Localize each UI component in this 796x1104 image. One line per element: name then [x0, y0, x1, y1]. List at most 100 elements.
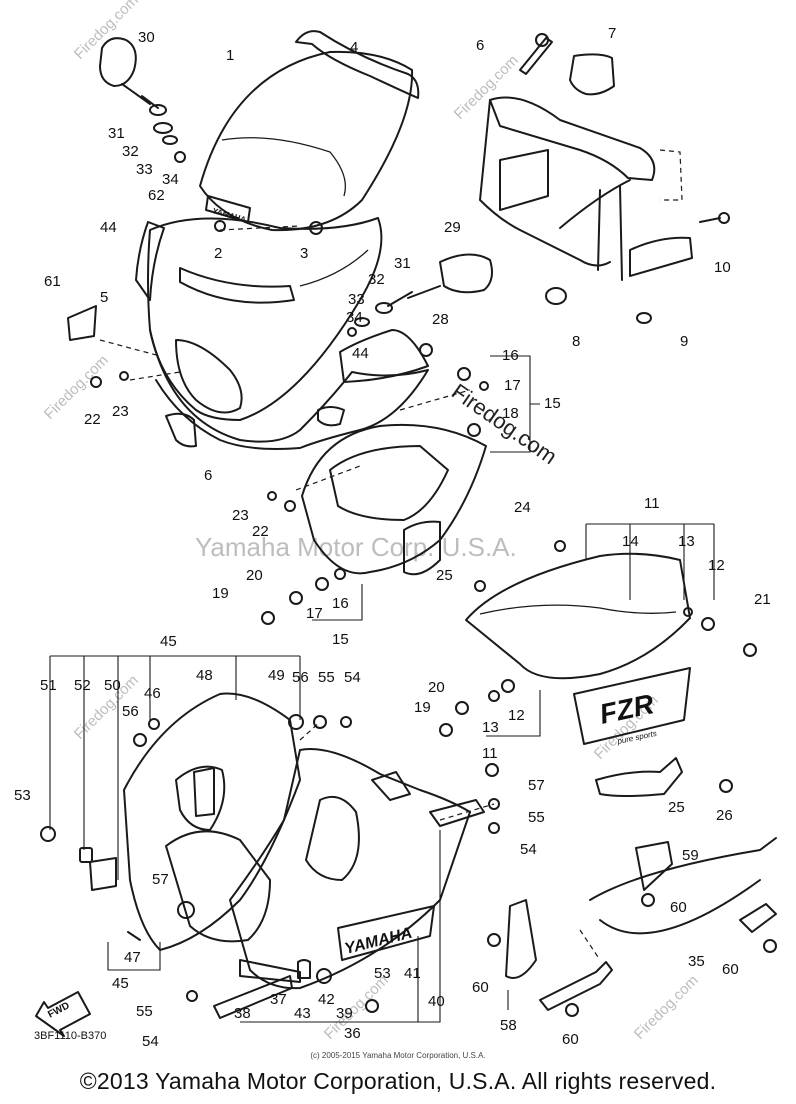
- callout-19: 19: [212, 585, 229, 602]
- callout-34b: 34: [346, 309, 363, 326]
- callout-53b: 53: [374, 965, 391, 982]
- decal-yamaha-large-text: YAMAHA: [343, 925, 414, 958]
- callout-25b: 25: [668, 799, 685, 816]
- callout-39: 39: [336, 1005, 353, 1022]
- callout-38: 38: [234, 1005, 251, 1022]
- callout-60c: 60: [472, 979, 489, 996]
- callout-11b: 11: [482, 745, 498, 762]
- callout-28: 28: [432, 311, 449, 328]
- callout-30: 30: [138, 29, 155, 46]
- small-copyright: (c) 2005-2015 Yamaha Motor Corporation, …: [310, 1051, 486, 1060]
- callout-54c: 54: [142, 1033, 159, 1050]
- side-panel-fzr: FZR pure sports: [465, 540, 715, 797]
- lower-brackets: [485, 763, 777, 1017]
- callout-23b: 23: [232, 507, 249, 524]
- watermark-firedog-7: Firedog.com: [631, 972, 702, 1043]
- callout-18: 18: [502, 405, 519, 422]
- windscreen: [199, 50, 414, 232]
- windscreen-molding: [295, 30, 420, 99]
- group-lines: [49, 355, 715, 1023]
- callout-40: 40: [428, 993, 445, 1010]
- callout-numbers: 30 1 4 6 7 31 32 33 34 62 44 2 3 29 10 6…: [14, 25, 771, 1050]
- callout-49: 49: [268, 667, 285, 684]
- callout-15: 15: [544, 395, 561, 412]
- callout-23: 23: [112, 403, 129, 420]
- callout-9: 9: [680, 333, 688, 350]
- upper-cowling: [147, 217, 429, 450]
- callout-45b: 45: [112, 975, 129, 992]
- callout-51: 51: [40, 677, 57, 694]
- watermark-main: Yamaha Motor Corp. U.S.A.: [195, 532, 517, 562]
- callout-15b: 15: [332, 631, 349, 648]
- watermark-firedog-1: Firedog.com: [71, 0, 142, 63]
- callout-24: 24: [514, 499, 531, 516]
- callout-7: 7: [608, 25, 616, 42]
- callout-47: 47: [124, 949, 141, 966]
- callout-56: 56: [292, 669, 309, 686]
- callout-17b: 17: [306, 605, 323, 622]
- callout-22b: 22: [252, 523, 269, 540]
- callout-57: 57: [528, 777, 545, 794]
- callout-37: 37: [270, 991, 287, 1008]
- callout-5: 5: [100, 289, 108, 306]
- callout-13b: 13: [482, 719, 499, 736]
- fwd-arrow-label: FWD: [46, 1000, 71, 1020]
- callout-34: 34: [162, 171, 179, 188]
- callout-29: 29: [444, 219, 461, 236]
- callout-42: 42: [318, 991, 335, 1008]
- callout-55b: 55: [528, 809, 545, 826]
- callout-3: 3: [300, 245, 308, 262]
- callout-11: 11: [644, 495, 660, 512]
- watermark-firedog-2: Firedog.com: [451, 52, 522, 123]
- callout-60d: 60: [562, 1031, 579, 1048]
- callout-48: 48: [196, 667, 213, 684]
- callout-31: 31: [108, 125, 125, 142]
- diagram-code: 3BF1110-B370: [34, 1030, 107, 1042]
- callout-60b: 60: [722, 961, 739, 978]
- callout-4: 4: [350, 39, 358, 56]
- callout-31b: 31: [394, 255, 411, 272]
- lower-inner-panel: [301, 367, 489, 576]
- callout-20: 20: [246, 567, 263, 584]
- callout-6: 6: [476, 37, 484, 54]
- callout-12b: 12: [508, 707, 525, 724]
- side-cover-61: [67, 305, 97, 341]
- inner-panel-left: [135, 221, 165, 301]
- callout-16b: 16: [332, 595, 349, 612]
- callout-32: 32: [122, 143, 139, 160]
- callout-57b: 57: [152, 871, 169, 888]
- inner-panel-right: [339, 329, 429, 383]
- callout-17: 17: [504, 377, 521, 394]
- callout-22: 22: [84, 411, 101, 428]
- callout-35: 35: [688, 953, 705, 970]
- callout-21: 21: [754, 591, 771, 608]
- callout-16: 16: [502, 347, 519, 364]
- callout-55: 55: [318, 669, 335, 686]
- callout-13: 13: [678, 533, 695, 550]
- callout-26: 26: [716, 807, 733, 824]
- callout-44b: 44: [352, 345, 369, 362]
- callout-59: 59: [682, 847, 699, 864]
- callout-41: 41: [404, 965, 421, 982]
- fasteners: [90, 220, 757, 1013]
- decal-fzr-text: FZR: [597, 688, 657, 730]
- callout-25: 25: [436, 567, 453, 584]
- cowling-stay: [479, 33, 730, 324]
- callout-60: 60: [670, 899, 687, 916]
- callout-33b: 33: [348, 291, 365, 308]
- callout-19b: 19: [414, 699, 431, 716]
- callout-52: 52: [74, 677, 91, 694]
- callout-33: 33: [136, 161, 153, 178]
- callout-54: 54: [344, 669, 361, 686]
- watermark-layer: Yamaha Motor Corp. U.S.A. Firedog.com Fi…: [41, 0, 702, 1043]
- callout-62: 62: [148, 187, 165, 204]
- callout-61: 61: [44, 273, 61, 290]
- piece-6: [165, 412, 197, 448]
- callout-58: 58: [500, 1017, 517, 1034]
- callout-56b: 56: [122, 703, 139, 720]
- callout-1: 1: [226, 47, 234, 64]
- dashed-leaders: [99, 225, 601, 961]
- callout-8: 8: [572, 333, 580, 350]
- mirror-right: [347, 253, 493, 337]
- callout-43: 43: [294, 1005, 311, 1022]
